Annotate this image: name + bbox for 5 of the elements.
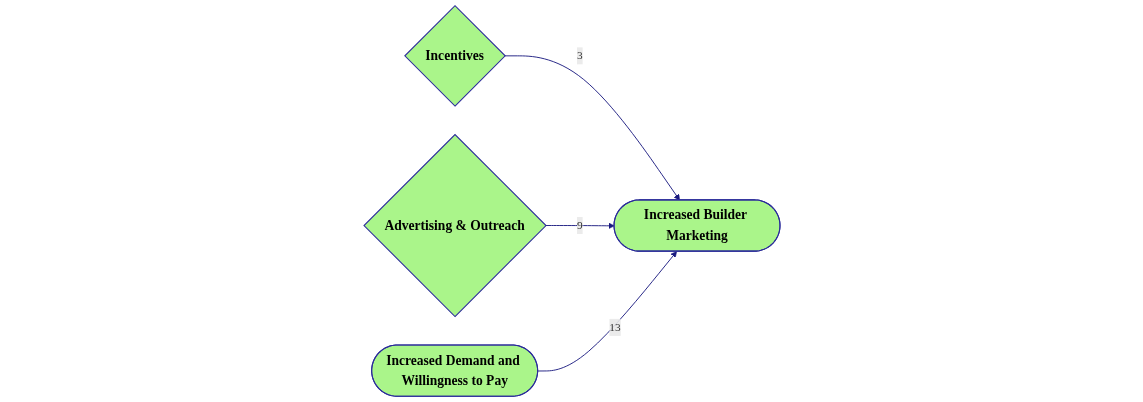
node-diamond: Incentives xyxy=(403,4,506,107)
edge-label: 9 xyxy=(576,219,583,232)
edge-label: 13 xyxy=(608,320,621,334)
edge-label: 3 xyxy=(576,49,583,62)
node-diamond: Advertising & Outreach xyxy=(362,133,547,318)
